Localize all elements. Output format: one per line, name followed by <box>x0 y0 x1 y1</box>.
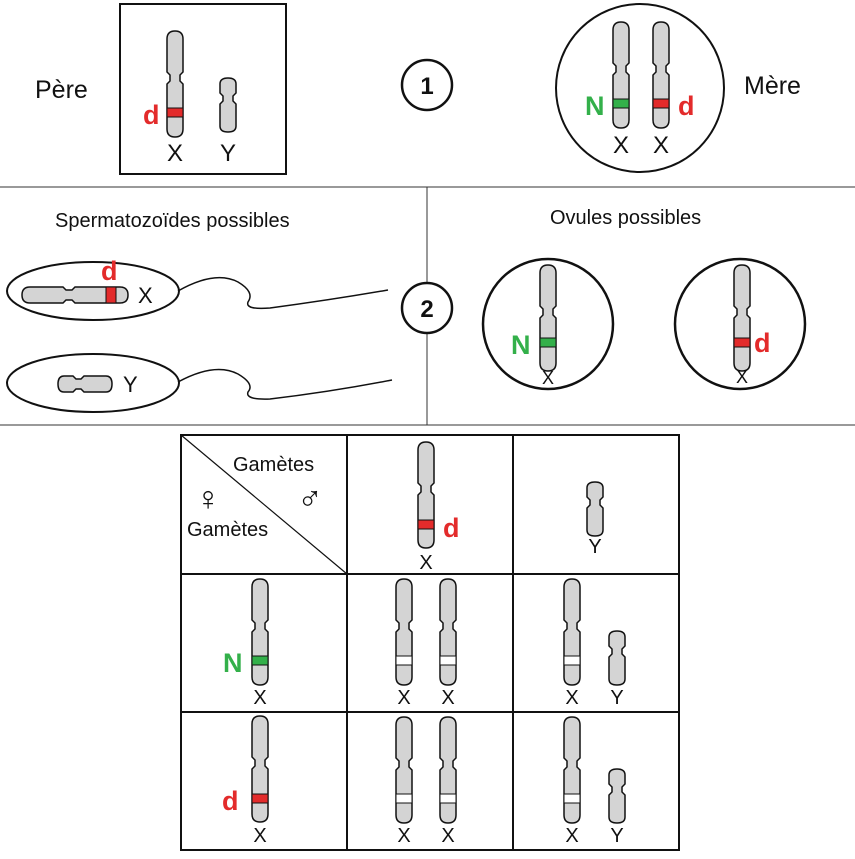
r2c1-chromosome-1 <box>395 716 413 824</box>
sperm-y-tail <box>177 368 393 400</box>
r2c2-label-2: Y <box>610 825 623 847</box>
r1c2-label-2: Y <box>610 687 623 709</box>
mother-cell <box>555 3 725 173</box>
sperm-x-allele: d <box>101 256 118 286</box>
ovum-1-allele: N <box>511 330 531 360</box>
r1c1-band-1 <box>395 655 413 666</box>
father-y-chromosome <box>219 77 237 133</box>
father-chr-y-label: Y <box>220 140 236 167</box>
punnett-grid <box>180 434 680 851</box>
r1c1-label-2: X <box>441 687 454 709</box>
step-1-number: 1 <box>420 73 433 100</box>
sperm-x-allele-band <box>105 286 117 304</box>
row1-x-chromosome <box>251 578 269 686</box>
father-box <box>119 3 287 175</box>
mother-chr-x-label-1: X <box>613 132 629 159</box>
ova-title: Ovules possibles <box>550 207 701 229</box>
row1-label: X <box>253 687 266 709</box>
mother-x-chromosome-1 <box>612 21 630 129</box>
col1-x-chromosome <box>417 441 435 549</box>
sperm-x-tail <box>177 276 389 310</box>
r2c2-chromosome-x <box>563 716 581 824</box>
row1-allele: N <box>223 648 243 678</box>
r2c1-band-1 <box>395 793 413 804</box>
row1-allele-band <box>251 655 269 666</box>
ovum-2-allele: d <box>754 328 771 358</box>
r2c1-chromosome-2 <box>439 716 457 824</box>
r1c1-chromosome-1 <box>395 578 413 686</box>
mother-x-chromosome-2 <box>652 21 670 129</box>
r1c1-band-2 <box>439 655 457 666</box>
col1-allele: d <box>443 513 460 543</box>
row2-allele-band <box>251 793 269 804</box>
step-2-number: 2 <box>420 296 433 323</box>
father-allele-label: d <box>143 100 160 130</box>
r1c2-chromosome-y <box>608 630 626 686</box>
r1c2-band <box>563 655 581 666</box>
header-female-label: Gamètes <box>187 519 268 541</box>
sperm-title: Spermatozoïdes possibles <box>55 210 290 232</box>
father-allele-band <box>166 107 184 118</box>
r1c2-label-1: X <box>565 687 578 709</box>
father-chr-x-label: X <box>167 140 183 167</box>
mother-chr-x-label-2: X <box>653 132 669 159</box>
r2c2-chromosome-y <box>608 768 626 824</box>
r2c2-band <box>563 793 581 804</box>
r1c1-label-1: X <box>397 687 410 709</box>
col1-label: X <box>419 552 432 574</box>
sperm-x-label: X <box>138 283 153 308</box>
col2-label: Y <box>588 536 601 558</box>
mother-allele-band-2 <box>652 98 670 109</box>
male-symbol: ♂ <box>297 480 323 518</box>
mother-allele-band-1 <box>612 98 630 109</box>
col1-allele-band <box>417 519 435 530</box>
ovum-2-label: X <box>736 367 748 387</box>
header-male-label: Gamètes <box>233 454 314 476</box>
ovum-1-allele-band <box>539 337 557 348</box>
col2-y-chromosome <box>586 481 604 537</box>
mother-allele-label-2: d <box>678 91 695 121</box>
ovum-1-chromosome <box>539 264 557 372</box>
mother-allele-label-1: N <box>585 91 605 121</box>
r1c2-chromosome-x <box>563 578 581 686</box>
ovum-1-label: X <box>542 368 554 388</box>
ovum-2-chromosome <box>733 264 751 372</box>
r2c2-label-1: X <box>565 825 578 847</box>
father-label: Père <box>35 76 88 104</box>
female-symbol: ♀ <box>195 480 221 518</box>
step-1-badge <box>400 58 454 112</box>
r1c1-chromosome-2 <box>439 578 457 686</box>
row2-allele: d <box>222 786 239 816</box>
sperm-y-chromosome <box>57 375 113 393</box>
father-x-chromosome <box>166 30 184 138</box>
sperm-y-head <box>6 353 180 413</box>
ovum-2-allele-band <box>733 337 751 348</box>
row2-label: X <box>253 825 266 847</box>
row2-x-chromosome <box>251 715 269 823</box>
r2c1-label-2: X <box>441 825 454 847</box>
ovum-2-cell <box>673 257 807 391</box>
r2c1-band-2 <box>439 793 457 804</box>
ovum-1-cell <box>481 257 615 391</box>
mother-label: Mère <box>744 72 801 100</box>
step-2-badge <box>400 281 454 335</box>
sperm-y-label: Y <box>123 372 138 397</box>
r2c1-label-1: X <box>397 825 410 847</box>
